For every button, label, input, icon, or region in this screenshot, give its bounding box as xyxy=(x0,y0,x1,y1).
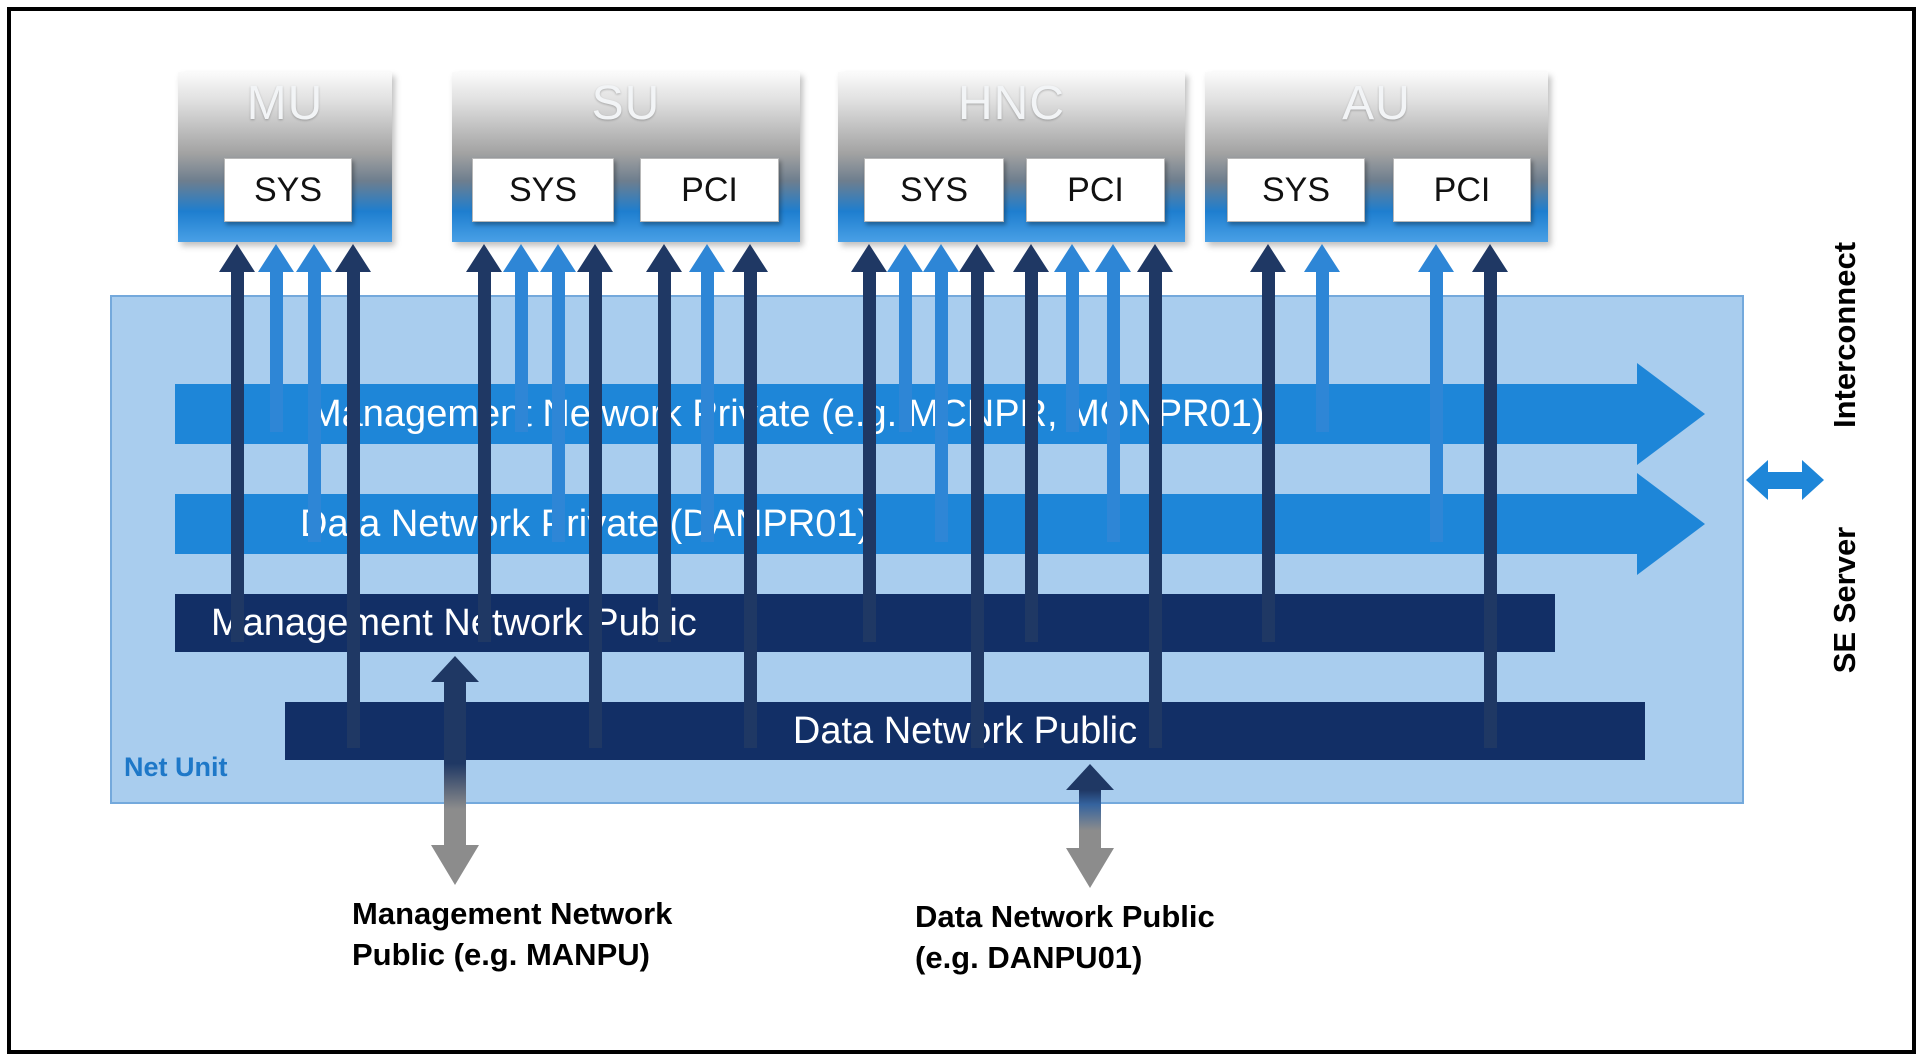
connection-arrow-up-icon xyxy=(1304,244,1340,432)
connection-arrow-up-icon xyxy=(503,244,539,432)
connection-arrow-up-icon xyxy=(1137,244,1173,748)
connection-arrow-up-icon xyxy=(923,244,959,542)
unit-label-mu: MU xyxy=(246,77,324,130)
connection-arrow-up-icon xyxy=(296,244,332,542)
net-unit-label: Net Unit xyxy=(124,752,228,782)
module-su-pci: PCI xyxy=(640,158,779,222)
module-hnc-sys: SYS xyxy=(864,158,1004,222)
se-server-label: SE Server xyxy=(1827,526,1862,674)
band-data-network-public: Data Network Public xyxy=(285,702,1645,760)
connection-arrow-up-icon xyxy=(335,244,371,748)
connection-arrow-up-icon xyxy=(646,244,682,642)
data-network-public-external-label-line1: Data Network Public xyxy=(915,899,1215,934)
connection-arrow-up-icon xyxy=(258,244,294,432)
unit-label-su: SU xyxy=(591,77,661,130)
module-au-sys: SYS xyxy=(1227,158,1365,222)
right-arrowhead-data-private xyxy=(1637,473,1705,575)
connection-arrow-up-icon xyxy=(887,244,923,432)
band-label-data-network-public: Data Network Public xyxy=(792,709,1138,752)
band-data-network-private: Data Network Private (DANPR01) xyxy=(175,473,1705,575)
connection-arrow-up-icon xyxy=(1418,244,1454,542)
management-network-public-external-label-line2: Public (e.g. MANPU) xyxy=(352,937,650,972)
data-network-public-external-label: Data Network Public (e.g. DANPU01) xyxy=(915,896,1215,978)
unit-label-au: AU xyxy=(1342,77,1411,130)
data-network-public-external-label-line2: (e.g. DANPU01) xyxy=(915,940,1143,975)
connection-arrow-up-icon xyxy=(1054,244,1090,432)
unit-label-hnc: HNC xyxy=(958,77,1065,130)
connection-arrow-up-icon xyxy=(1013,244,1049,642)
connection-arrow-up-icon xyxy=(1472,244,1508,748)
data-public-external-arrow-icon xyxy=(1066,764,1114,888)
connection-arrow-up-icon xyxy=(466,244,502,642)
band-label-data-network-private: Data Network Private (DANPR01) xyxy=(300,502,871,545)
module-au-pci: PCI xyxy=(1393,158,1531,222)
management-public-external-arrow-icon xyxy=(431,656,479,885)
connection-arrow-up-icon xyxy=(732,244,768,748)
band-management-network-private: Management Network Private (e.g. MCNPR, … xyxy=(175,363,1705,465)
unit-box-mu: MU SYS xyxy=(178,72,392,242)
connection-arrow-up-icon xyxy=(540,244,576,542)
unit-box-su: SU SYS PCI xyxy=(452,72,800,242)
connection-arrow-up-icon xyxy=(1250,244,1286,642)
interconnect-double-arrow-icon xyxy=(1746,460,1824,500)
band-label-management-network-public: Management Network Public xyxy=(211,601,697,644)
management-network-public-external-label: Management Network Public (e.g. MANPU) xyxy=(352,893,672,975)
unit-box-au: AU SYS PCI xyxy=(1205,72,1548,242)
right-arrowhead-mgmt-private xyxy=(1637,363,1705,465)
connection-arrow-up-icon xyxy=(1095,244,1131,542)
connection-arrow-up-icon xyxy=(959,244,995,748)
interconnect-label: Interconnect xyxy=(1827,241,1862,429)
module-mu-sys: SYS xyxy=(224,158,352,222)
connection-arrow-up-icon xyxy=(689,244,725,542)
unit-box-hnc: HNC SYS PCI xyxy=(838,72,1185,242)
management-network-public-external-label-line1: Management Network xyxy=(352,896,673,931)
connection-arrow-up-icon xyxy=(851,244,887,642)
band-label-management-network-private: Management Network Private (e.g. MCNPR, … xyxy=(310,392,1265,435)
module-hnc-pci: PCI xyxy=(1026,158,1165,222)
module-su-sys: SYS xyxy=(472,158,614,222)
connection-arrow-up-icon xyxy=(577,244,613,748)
connection-arrow-up-icon xyxy=(219,244,255,642)
